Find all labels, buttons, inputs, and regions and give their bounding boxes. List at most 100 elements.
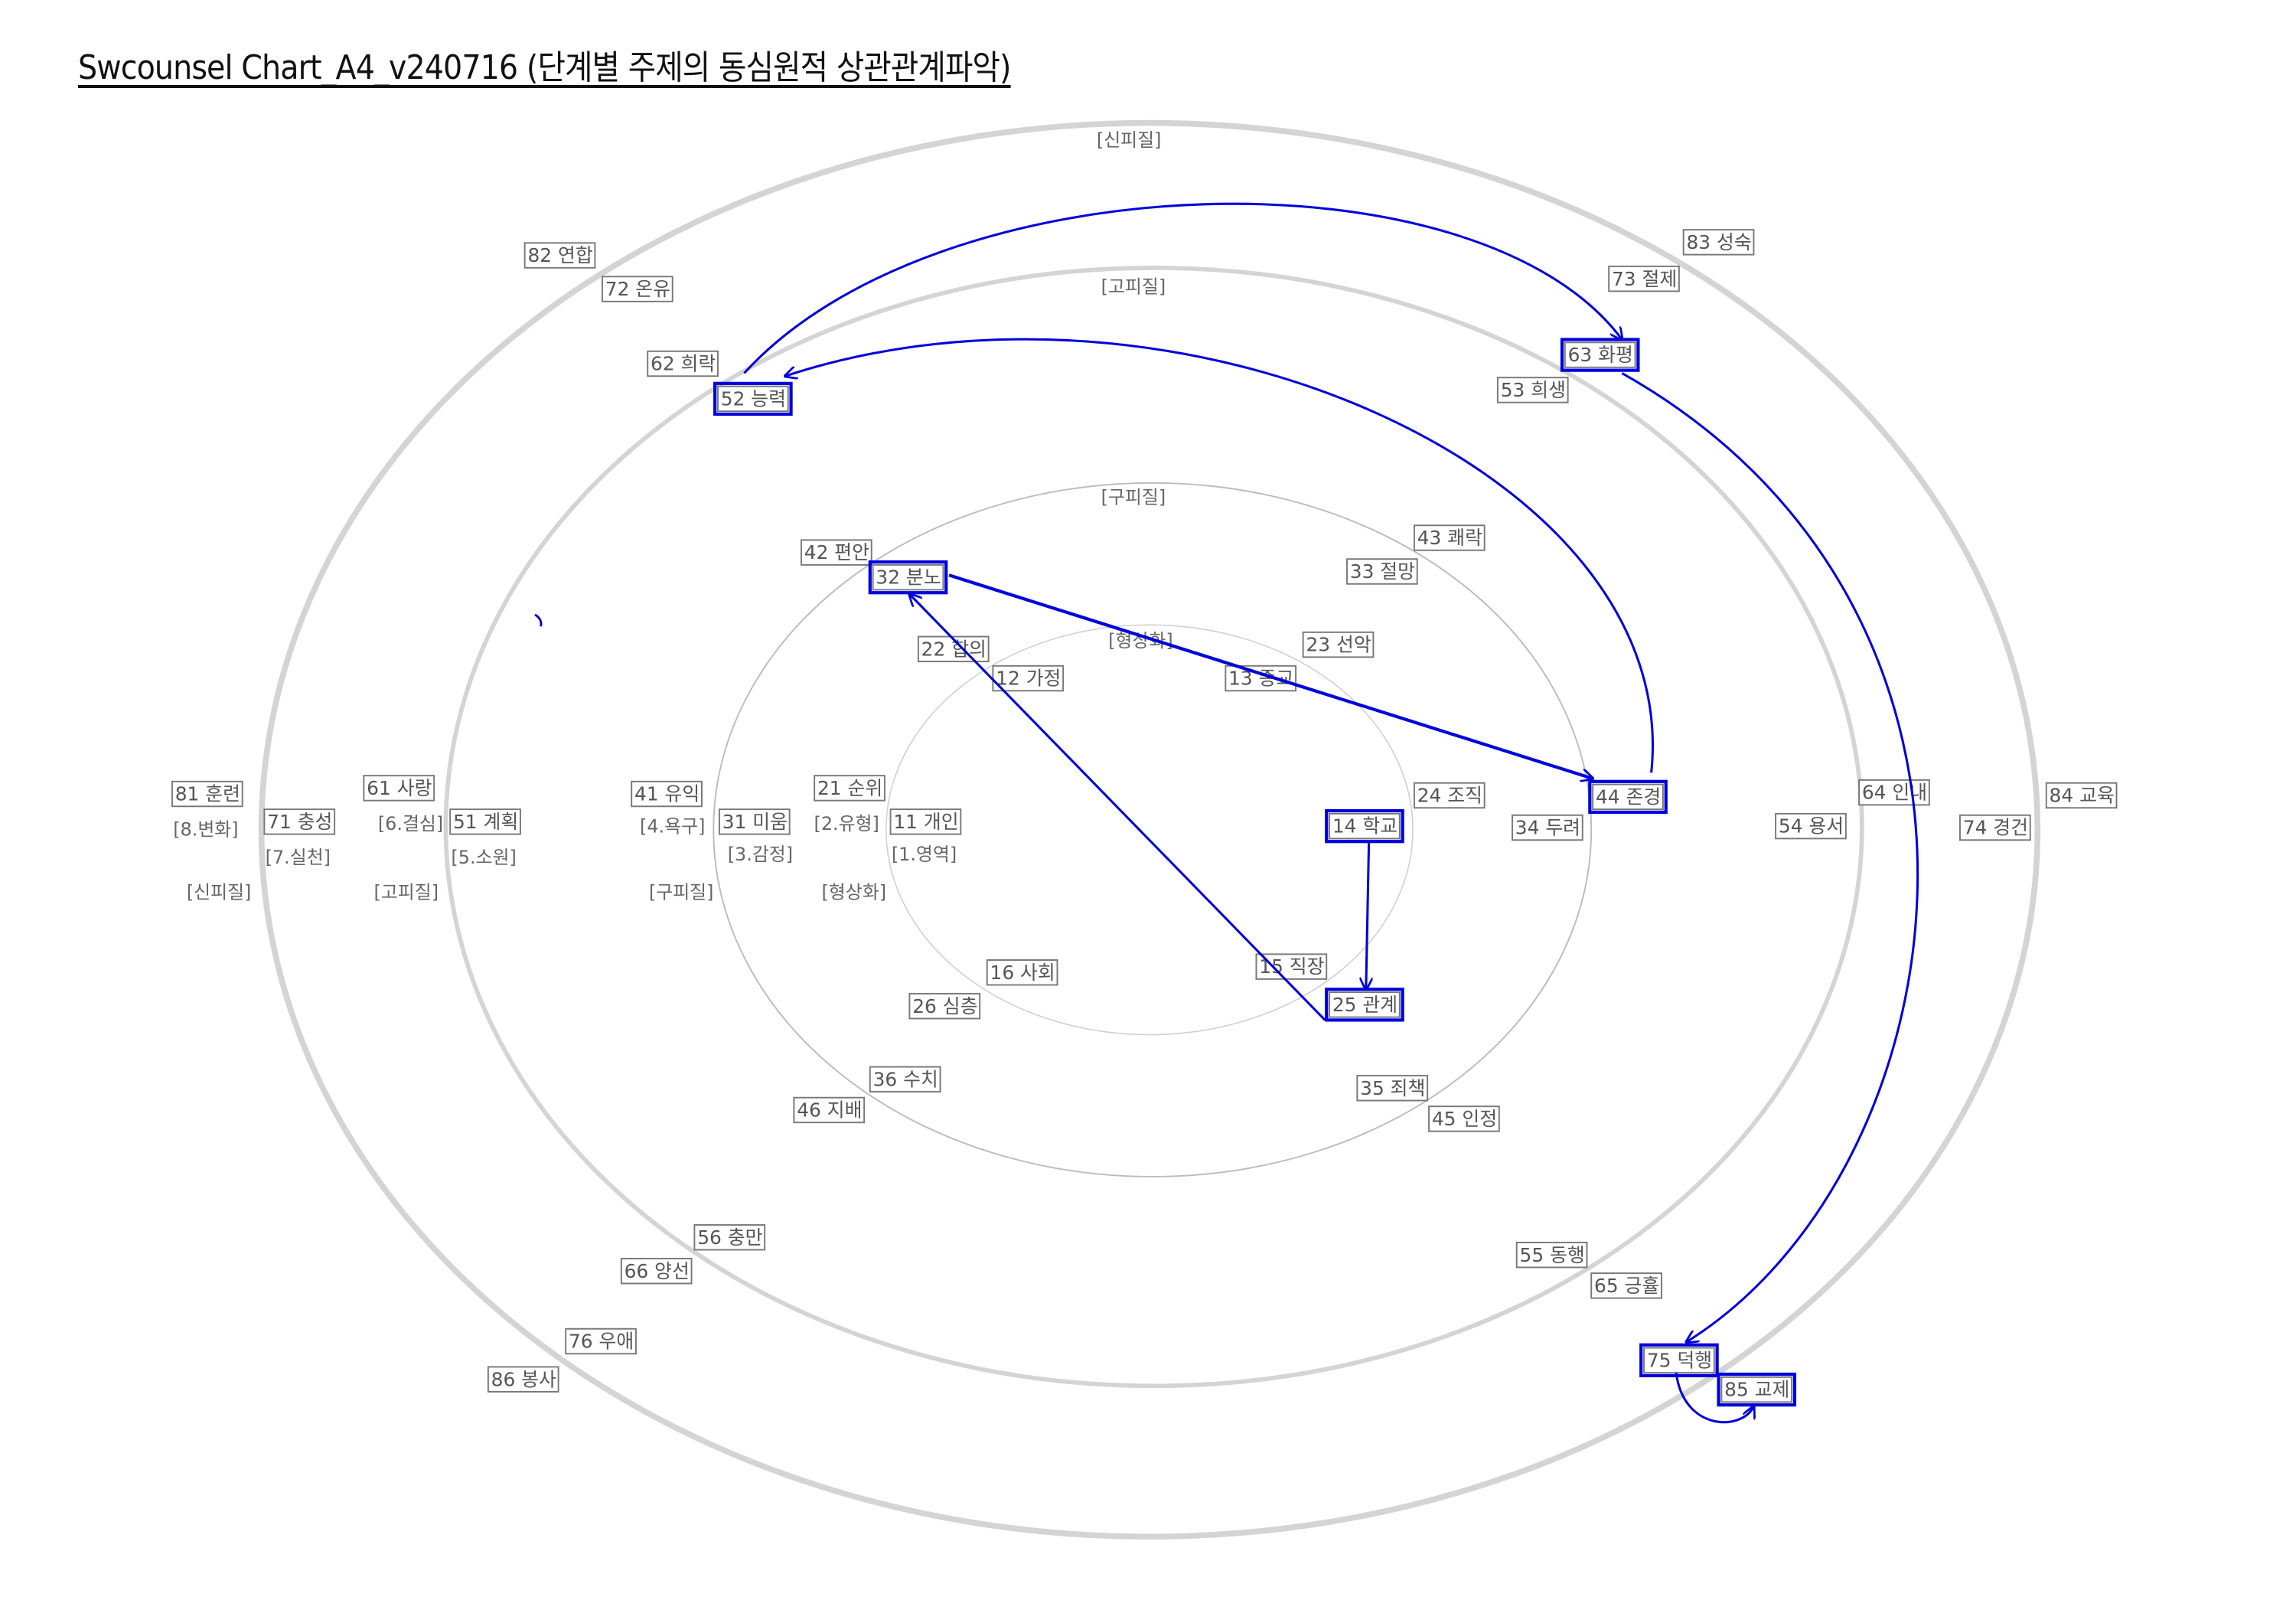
node-label: 53 희생 [1501, 379, 1566, 401]
node-83[interactable]: 83 성숙 [1682, 229, 1755, 256]
axis-label: [1.영역] [892, 844, 957, 865]
node-56[interactable]: 56 충만 [693, 1224, 766, 1251]
node-42[interactable]: 42 편안 [800, 539, 872, 566]
node-label: 12 가정 [996, 668, 1061, 690]
node-62[interactable]: 62 희락 [647, 350, 719, 377]
ring-label: [구피질] [1101, 487, 1166, 508]
node-label: 74 경건 [1963, 817, 2028, 839]
node-74[interactable]: 74 경건 [1959, 814, 2031, 841]
relation-arrow [909, 594, 1326, 1021]
node-label: 35 죄책 [1360, 1077, 1425, 1099]
node-label: 33 절망 [1350, 560, 1415, 583]
node-label: 73 절제 [1612, 268, 1677, 290]
node-76[interactable]: 76 우애 [565, 1327, 637, 1355]
node-72[interactable]: 72 온유 [602, 276, 673, 302]
stray-mark [534, 613, 543, 627]
node-label: 45 인정 [1432, 1108, 1497, 1130]
node-43[interactable]: 43 쾌락 [1413, 524, 1486, 551]
node-label: 83 성숙 [1686, 231, 1751, 253]
node-label: 14 학교 [1332, 815, 1397, 838]
node-label: 16 사회 [990, 962, 1055, 984]
node-label: 84 교육 [2050, 785, 2115, 807]
chart-title: Swcounsel Chart_A4_v240716 (단계별 주제의 동심원적… [78, 48, 1011, 87]
node-81[interactable]: 81 훈련 [171, 780, 243, 808]
node-15[interactable]: 15 직장 [1255, 953, 1328, 980]
relation-arrow [743, 202, 1622, 374]
node-26[interactable]: 26 심층 [908, 993, 981, 1020]
axis-label: [3.감정] [728, 844, 793, 865]
node-64[interactable]: 64 인내 [1858, 779, 1930, 806]
node-label: 75 덕행 [1647, 1349, 1712, 1371]
node-45[interactable]: 45 인정 [1428, 1105, 1500, 1132]
node-35[interactable]: 35 죄책 [1356, 1075, 1429, 1102]
node-55[interactable]: 55 동행 [1515, 1242, 1588, 1269]
node-54[interactable]: 54 용서 [1775, 812, 1847, 840]
node-label: 41 유익 [634, 783, 700, 805]
node-25[interactable]: 25 관계 [1325, 988, 1404, 1022]
node-label: 34 두려 [1515, 817, 1580, 839]
node-44[interactable]: 44 존경 [1588, 779, 1668, 815]
node-label: 86 봉사 [491, 1368, 556, 1390]
node-label: 23 선악 [1306, 634, 1371, 656]
node-label: 24 조직 [1417, 785, 1482, 807]
node-label: 76 우애 [569, 1331, 634, 1353]
node-53[interactable]: 53 희생 [1496, 377, 1569, 403]
node-label: 36 수치 [873, 1068, 938, 1090]
node-24[interactable]: 24 조직 [1413, 782, 1486, 809]
node-label: 52 능력 [721, 388, 786, 410]
node-23[interactable]: 23 선악 [1302, 631, 1375, 658]
node-label: 22 합의 [921, 638, 987, 660]
node-84[interactable]: 84 교육 [2045, 782, 2118, 809]
node-63[interactable]: 63 화평 [1560, 338, 1640, 372]
node-46[interactable]: 46 지배 [793, 1096, 866, 1124]
ring-3 [713, 482, 1593, 1177]
node-61[interactable]: 61 사랑 [363, 775, 435, 802]
node-75[interactable]: 75 덕행 [1639, 1343, 1719, 1378]
ring-label: [고피질] [1101, 276, 1166, 297]
node-14[interactable]: 14 학교 [1325, 808, 1404, 844]
node-82[interactable]: 82 연합 [523, 242, 596, 269]
node-label: 71 충성 [267, 811, 332, 833]
node-11[interactable]: 11 개인 [889, 808, 962, 835]
axis-label: [신피질] [187, 882, 252, 903]
node-52[interactable]: 52 능력 [713, 381, 793, 416]
node-31[interactable]: 31 미움 [718, 808, 791, 835]
node-73[interactable]: 73 절제 [1608, 265, 1680, 292]
node-label: 64 인내 [1862, 782, 1927, 804]
node-12[interactable]: 12 가정 [992, 665, 1065, 692]
axis-label: [2.유형] [814, 813, 879, 834]
node-65[interactable]: 65 긍휼 [1590, 1272, 1662, 1299]
node-label: 15 직장 [1259, 955, 1324, 978]
node-13[interactable]: 13 종교 [1225, 665, 1297, 692]
axis-label: [구피질] [649, 882, 714, 903]
axis-label: [고피질] [374, 882, 439, 903]
ring-label: [신피질] [1097, 129, 1162, 151]
highlight-frame [1717, 1372, 1797, 1407]
node-36[interactable]: 36 수치 [869, 1066, 941, 1093]
node-41[interactable]: 41 유익 [631, 780, 703, 808]
node-86[interactable]: 86 봉사 [487, 1366, 559, 1393]
relation-arrow [1621, 372, 1919, 1342]
node-85[interactable]: 85 교제 [1717, 1372, 1797, 1407]
node-label: 81 훈련 [175, 783, 240, 805]
node-32[interactable]: 32 분노 [868, 560, 948, 595]
highlight-frame [713, 381, 793, 416]
node-66[interactable]: 66 양선 [620, 1258, 693, 1285]
node-51[interactable]: 51 계획 [449, 808, 521, 835]
node-label: 46 지배 [797, 1099, 862, 1122]
node-label: 72 온유 [605, 278, 670, 300]
node-label: 85 교제 [1724, 1379, 1789, 1401]
node-label: 56 충만 [697, 1226, 762, 1249]
node-21[interactable]: 21 순위 [814, 775, 885, 802]
node-33[interactable]: 33 절망 [1346, 558, 1418, 585]
node-71[interactable]: 71 충성 [263, 808, 336, 835]
node-34[interactable]: 34 두려 [1512, 814, 1583, 841]
node-label: 51 계획 [453, 811, 518, 833]
highlight-frame [1325, 808, 1404, 844]
node-label: 31 미움 [722, 811, 788, 833]
node-16[interactable]: 16 사회 [986, 959, 1058, 986]
node-label: 62 희락 [651, 353, 716, 375]
node-label: 55 동행 [1520, 1244, 1585, 1266]
node-label: 43 쾌락 [1417, 527, 1482, 549]
